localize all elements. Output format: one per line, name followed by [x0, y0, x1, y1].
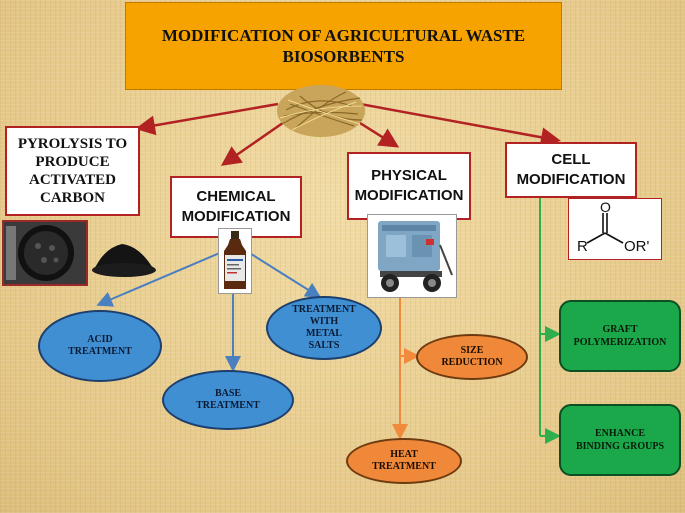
size-reduction-label: SIZE REDUCTION	[441, 345, 503, 368]
cell-label: CELL MODIFICATION	[516, 151, 626, 188]
size-reduction-node: SIZE REDUCTION	[416, 334, 528, 380]
heat-treatment-node: HEAT TREATMENT	[346, 438, 462, 484]
graft-polymerization-label: GRAFT POLYMERIZATION	[573, 324, 667, 348]
ester-o-top-label: O	[600, 199, 611, 215]
arrow-to-metal-salts	[247, 251, 322, 299]
activated-carbon-image	[2, 220, 157, 286]
cell-box: CELL MODIFICATION	[505, 142, 637, 198]
heat-treatment-label: HEAT TREATMENT	[372, 449, 436, 472]
enhance-binding-groups-label: ENHANCE BINDING GROUPS	[575, 428, 665, 452]
arrow-to-chemical	[220, 116, 291, 166]
chemical-label: CHEMICAL MODIFICATION	[181, 188, 291, 225]
rice-straw-image	[276, 84, 366, 138]
arrow-to-acid	[96, 251, 223, 307]
acid-treatment-node: ACID TREATMENT	[38, 310, 162, 382]
diagram-title-text: MODIFICATION OF AGRICULTURAL WASTE BIOSO…	[161, 26, 526, 66]
reagent-bottle-image	[218, 228, 252, 294]
arrow-to-pyrolysis	[135, 102, 279, 136]
physical-box: PHYSICAL MODIFICATION	[347, 152, 471, 220]
metal-salts-label: TREATMENT WITH METAL SALTS	[292, 304, 356, 351]
ester-r-label: R	[577, 238, 588, 255]
acid-treatment-label: ACID TREATMENT	[68, 334, 132, 357]
arrow-to-cell	[359, 102, 561, 148]
ester-structure-image: R O OR'	[568, 198, 662, 260]
enhance-binding-groups-node: ENHANCE BINDING GROUPS	[559, 404, 681, 476]
base-treatment-node: BASE TREATMENT	[162, 370, 294, 430]
physical-label: PHYSICAL MODIFICATION	[354, 167, 464, 204]
grinder-machine-image	[367, 214, 457, 298]
diagram-title: MODIFICATION OF AGRICULTURAL WASTE BIOSO…	[125, 2, 562, 90]
chemical-box: CHEMICAL MODIFICATION	[170, 176, 302, 238]
base-treatment-label: BASE TREATMENT	[196, 388, 260, 411]
pyrolysis-label: PYROLYSIS TO PRODUCE ACTIVATED CARBON	[17, 136, 128, 206]
ester-or-label: OR'	[624, 238, 650, 255]
metal-salts-node: TREATMENT WITH METAL SALTS	[266, 296, 382, 360]
pyrolysis-box: PYROLYSIS TO PRODUCE ACTIVATED CARBON	[5, 126, 140, 216]
graft-polymerization-node: GRAFT POLYMERIZATION	[559, 300, 681, 372]
